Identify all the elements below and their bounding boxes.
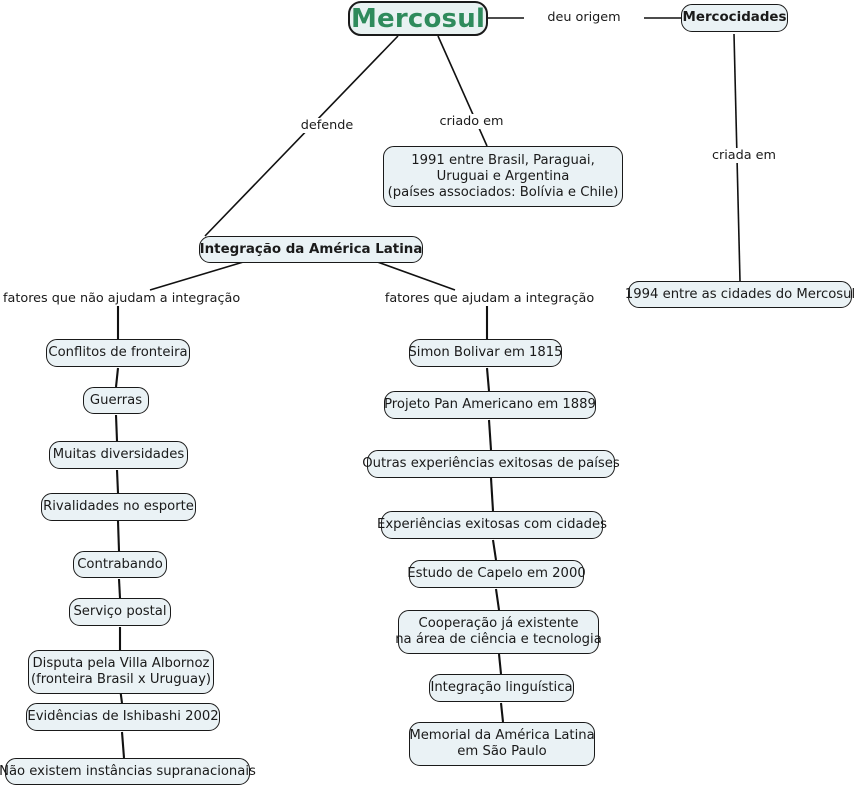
edge-label-fatores-nao-ajudam: fatores que não ajudam a integração <box>0 291 243 306</box>
edge-mercosul-criadoem <box>437 35 488 147</box>
node-integracao-linguistica[interactable]: Integração linguística <box>429 674 574 702</box>
node-experiencias-cidades[interactable]: Experiências exitosas com cidades <box>377 511 607 539</box>
edge-label-fatores-ajudam: fatores que ajudam a integração <box>380 291 599 306</box>
edge-integracao-left <box>149 259 251 291</box>
node-memorial-america-latina[interactable]: Memorial da América Latina em São Paulo <box>409 722 595 766</box>
edge-label-criada-em: criada em <box>701 148 787 163</box>
node-muitas-diversidades[interactable]: Muitas diversidades <box>49 441 188 469</box>
node-mercosul[interactable]: Mercosul <box>348 1 488 36</box>
node-criado-em-1991[interactable]: 1991 entre Brasil, Paraguai, Uruguai e A… <box>383 146 623 207</box>
node-cooperacao-ciencia-tecnologia[interactable]: Cooperação já existente na área de ciênc… <box>395 610 602 654</box>
node-evidencias-ishibashi[interactable]: Evidências de Ishibashi 2002 <box>26 703 220 731</box>
node-criada-em-1994[interactable]: 1994 entre as cidades do Mercosul <box>625 281 855 308</box>
node-disputa-villa-albornoz[interactable]: Disputa pela Villa Albornoz (fronteira B… <box>28 650 214 694</box>
node-projeto-pan-americano[interactable]: Projeto Pan Americano em 1889 <box>384 391 596 419</box>
node-contrabando[interactable]: Contrabando <box>73 551 167 578</box>
edge-label-defende: defende <box>288 118 366 133</box>
node-mercocidades[interactable]: Mercocidades <box>681 4 788 32</box>
edge-label-deu-origem: deu origem <box>524 10 644 25</box>
node-estudo-capelo[interactable]: Estudo de Capelo em 2000 <box>407 560 586 588</box>
node-integracao-america-latina[interactable]: Integração da América Latina <box>199 236 423 263</box>
node-simon-bolivar[interactable]: Simon Bolivar em 1815 <box>408 339 563 367</box>
node-outras-experiencias-paises[interactable]: Outras experiências exitosas de países <box>362 450 620 478</box>
edge-integracao-right <box>371 259 456 291</box>
node-rivalidades-no-esporte[interactable]: Rivalidades no esporte <box>41 493 196 521</box>
node-conflitos-de-fronteira[interactable]: Conflitos de fronteira <box>46 339 190 367</box>
node-servico-postal[interactable]: Serviço postal <box>69 598 171 626</box>
edge-mercosul-integracao <box>204 35 399 237</box>
node-guerras[interactable]: Guerras <box>83 387 149 414</box>
node-nao-existem-instancias[interactable]: Não existem instâncias supranacionais <box>0 758 256 785</box>
edge-label-criado-em: criado em <box>429 114 514 129</box>
